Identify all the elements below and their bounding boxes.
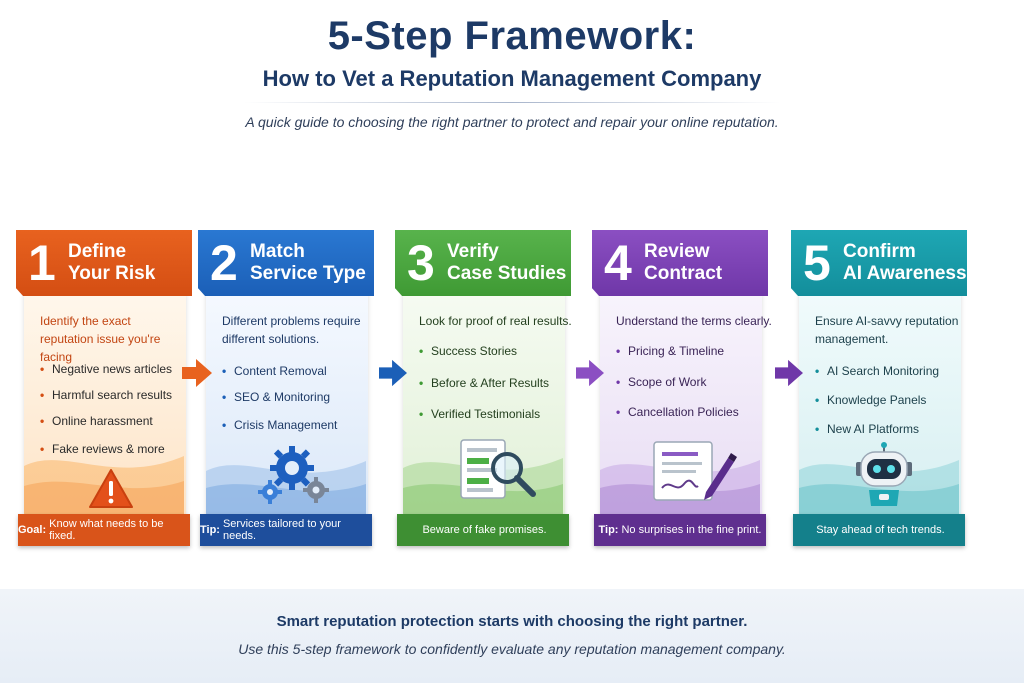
step-title-line1: Confirm	[843, 241, 916, 262]
bottom-banner: Smart reputation protection starts with …	[0, 589, 1024, 683]
step-title-line2: Your Risk	[68, 263, 156, 284]
step-title-line2: Service Type	[250, 263, 366, 284]
arrow-right-icon	[379, 359, 407, 387]
list-item: Crisis Management	[222, 418, 372, 444]
step-header: 1 Define Your Risk	[16, 230, 192, 296]
step-item-list: Pricing & Timeline Scope of Work Cancell…	[616, 344, 766, 431]
step-footer-text: Beware of fake promises.	[422, 524, 547, 536]
step-footer: Beware of fake promises.	[397, 514, 569, 546]
step-title-line2: AI Awareness	[843, 263, 967, 284]
robot-icon	[856, 442, 912, 506]
step-number: 1	[28, 235, 56, 291]
bottom-note: Use this 5-step framework to confidently…	[238, 641, 786, 657]
step-footer-text: Stay ahead of tech trends.	[816, 524, 945, 536]
step-footer-text: Know what needs to be fixed.	[49, 518, 164, 542]
step-footer-prefix: Tip:	[200, 524, 220, 536]
tagline: A quick guide to choosing the right part…	[245, 114, 779, 130]
list-item: Content Removal	[222, 364, 372, 390]
step-footer-text: Services tailored to your needs.	[222, 518, 341, 542]
step-item-list: Success Stories Before & After Results V…	[419, 344, 569, 433]
step-card-review-contract: 4 Review Contract Understand the terms c…	[592, 230, 772, 546]
contract-pen-icon	[653, 441, 737, 501]
list-item: Scope of Work	[616, 375, 766, 405]
step-title-line1: Define	[68, 241, 127, 262]
step-card-confirm-ai: 5 Confirm AI Awareness Ensure AI-savvy r…	[791, 230, 967, 546]
step-title-line1: Match	[250, 241, 305, 262]
step-title-line1: Verify	[447, 241, 499, 262]
step-intro: Different problems require different sol…	[222, 314, 361, 346]
step-card-define-risk: 1 Define Your Risk Identify the exact re…	[16, 230, 192, 546]
title-divider	[244, 102, 780, 103]
step-card-verify-cases: 3 Verify Case Studies Look for proof of …	[395, 230, 572, 546]
step-title-line2: Contract	[644, 263, 723, 284]
list-item: Negative news articles	[40, 362, 190, 388]
list-item: Verified Testimonials	[419, 407, 569, 433]
step-header: 2 Match Service Type	[198, 230, 374, 296]
step-footer: Stay ahead of tech trends.	[793, 514, 965, 546]
step-item-list: AI Search Monitoring Knowledge Panels Ne…	[815, 364, 965, 448]
step-intro: Ensure AI-savvy reputation management.	[815, 314, 959, 346]
step-intro: Look for proof of real results.	[419, 314, 572, 328]
list-item: AI Search Monitoring	[815, 364, 965, 393]
list-item: Fake reviews & more	[40, 442, 190, 468]
step-number: 5	[803, 235, 831, 291]
step-footer-prefix: Tip:	[598, 524, 619, 536]
step-intro: Understand the terms clearly.	[616, 314, 772, 328]
step-footer: Tip: Services tailored to your needs.	[200, 514, 372, 546]
document-magnifier-icon	[460, 439, 536, 499]
step-item-list: Content Removal SEO & Monitoring Crisis …	[222, 364, 372, 444]
step-footer: Goal: Know what needs to be fixed.	[18, 514, 190, 546]
step-footer-prefix: Goal:	[18, 524, 47, 536]
step-footer: Tip: No surprises in the fine print.	[594, 514, 766, 546]
list-item: Harmful search results	[40, 388, 190, 414]
step-number: 4	[604, 235, 632, 291]
list-item: Cancellation Policies	[616, 405, 766, 431]
list-item: Online harassment	[40, 414, 190, 442]
arrow-right-icon	[576, 359, 604, 387]
list-item: Success Stories	[419, 344, 569, 376]
list-item: Pricing & Timeline	[616, 344, 766, 375]
gears-icon	[258, 446, 329, 504]
step-title-line1: Review	[644, 241, 710, 262]
arrow-right-icon	[182, 359, 212, 387]
page-title: 5-Step Framework:	[327, 14, 697, 58]
step-item-list: Negative news articles Harmful search re…	[40, 362, 190, 468]
list-item: SEO & Monitoring	[222, 390, 372, 418]
list-item: New AI Platforms	[815, 422, 965, 448]
bottom-headline: Smart reputation protection starts with …	[276, 613, 748, 630]
step-intro: Identify the exact reputation issue you'…	[40, 314, 161, 364]
step-card-match-service: 2 Match Service Type Different problems …	[198, 230, 374, 546]
arrow-right-icon	[775, 359, 803, 387]
list-item: Before & After Results	[419, 376, 569, 407]
step-header: 5 Confirm AI Awareness	[791, 230, 967, 296]
step-number: 3	[407, 235, 435, 291]
step-number: 2	[210, 235, 238, 291]
step-header: 3 Verify Case Studies	[395, 230, 571, 296]
warning-icon	[89, 469, 133, 508]
step-footer-text: No surprises in the fine print.	[621, 524, 762, 536]
step-title-line2: Case Studies	[447, 263, 567, 284]
list-item: Knowledge Panels	[815, 393, 965, 422]
page-subtitle: How to Vet a Reputation Management Compa…	[262, 66, 762, 91]
step-header: 4 Review Contract	[592, 230, 768, 296]
